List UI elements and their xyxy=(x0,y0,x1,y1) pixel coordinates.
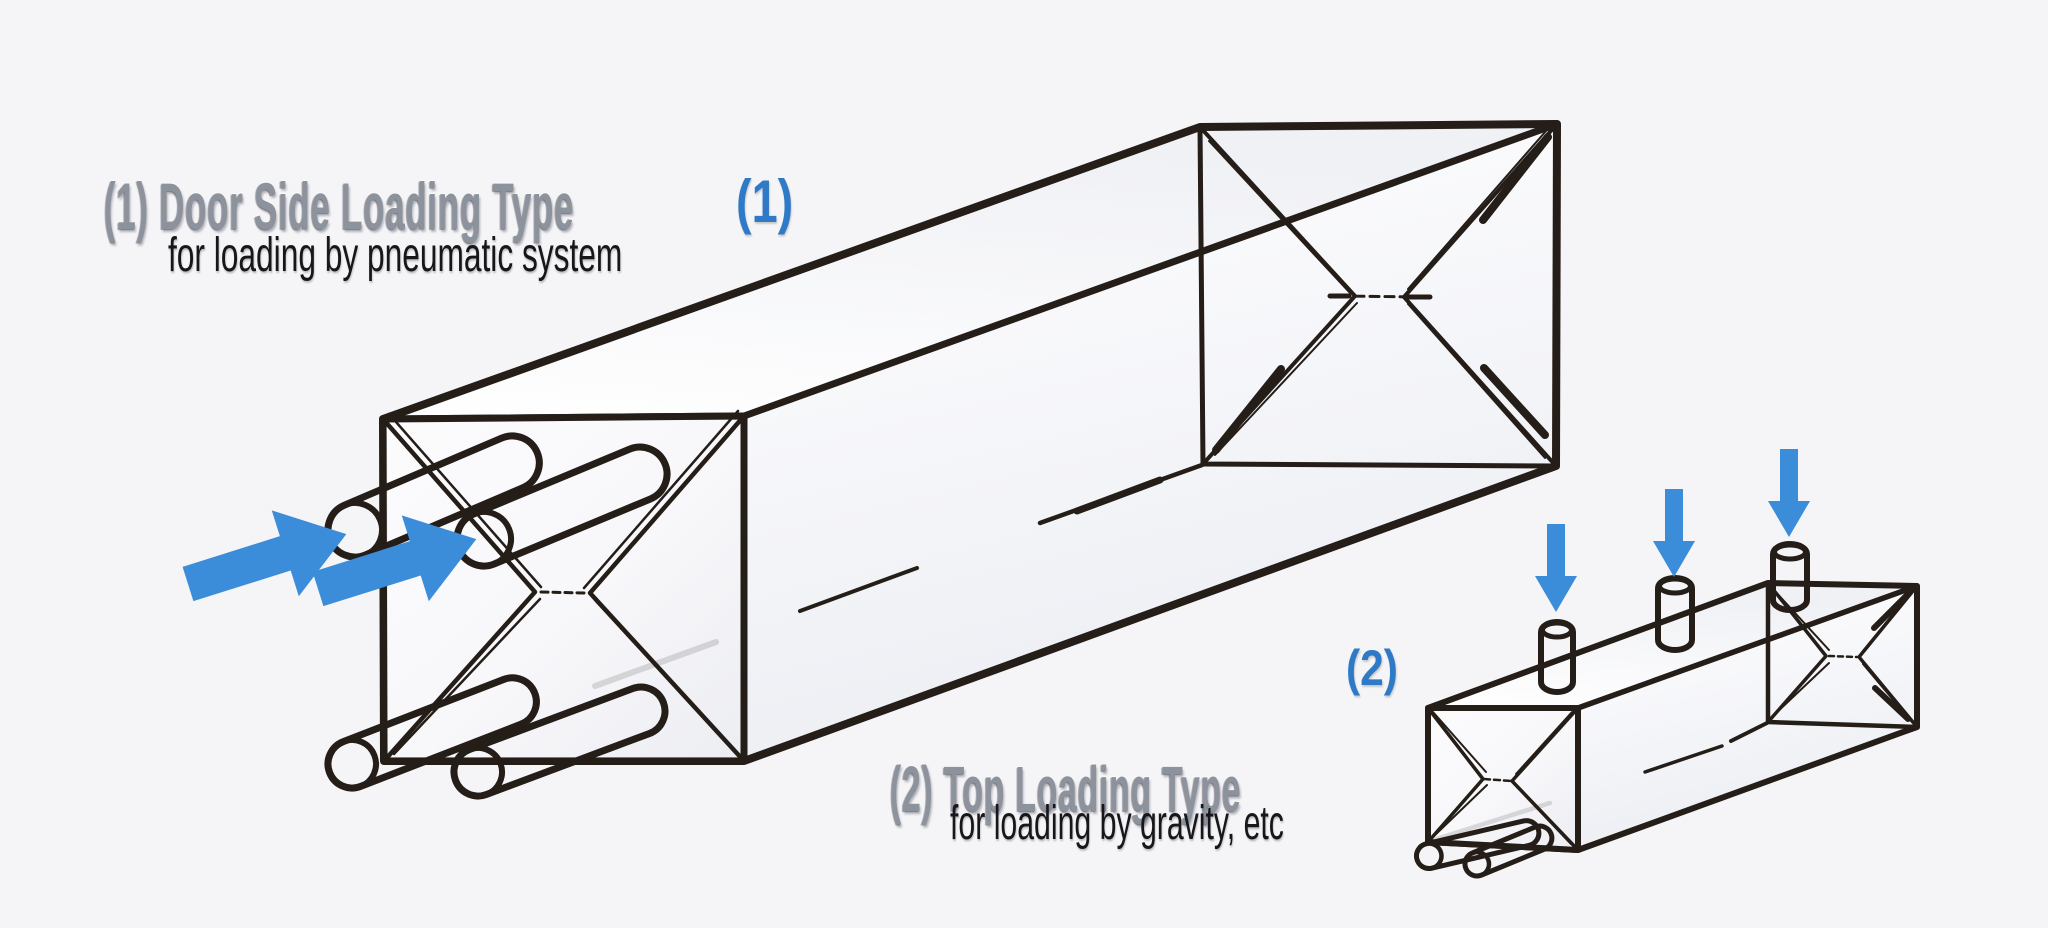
figure2-marker: (2) xyxy=(1346,640,1398,696)
top-loading-container-drawing xyxy=(1414,449,1920,879)
container2-near-fold-lines xyxy=(1425,705,1581,853)
gravity-drop-arrow-icon xyxy=(1535,524,1577,612)
container2-near-face xyxy=(1428,708,1578,850)
figure2-subtitle: for loading by gravity, etc xyxy=(950,797,1284,850)
figure2-title: (2) Top Loading Type xyxy=(890,753,1242,825)
pneumatic-flow-arrow-icon xyxy=(182,510,347,602)
figure1-marker: (1) xyxy=(736,168,794,235)
container2-top-port-2 xyxy=(1655,575,1695,653)
figure1-title: (1) Door Side Loading Type xyxy=(104,169,575,243)
figure1-subtitle: for loading by pneumatic system xyxy=(168,229,623,282)
container2-far-face-fold-lines xyxy=(1766,581,1919,729)
container2-ridge-edge xyxy=(1575,583,1920,711)
container2-top-port-1 xyxy=(1538,619,1576,695)
container1-door-fold-lines xyxy=(379,409,748,765)
container1-ridge-edge xyxy=(740,120,1561,420)
gravity-drop-arrow-icon xyxy=(1768,449,1810,537)
container1-door-face xyxy=(383,416,744,761)
container1-far-face-edges xyxy=(1197,124,1559,469)
container1-far-face-fold-lines xyxy=(1198,122,1559,468)
container1-inlet-pipe-lower-right xyxy=(450,683,669,800)
container2-discharge-spout-front xyxy=(1414,818,1542,871)
container2-discharge-spout-rear xyxy=(1462,823,1555,879)
gravity-drop-arrow-icon xyxy=(1653,489,1695,577)
container2-top-port-3 xyxy=(1770,541,1810,613)
container2-side-face xyxy=(1578,586,1917,850)
container1-inlet-pipe-lower-left xyxy=(324,674,540,792)
pneumatic-flow-arrow-icon xyxy=(312,515,477,607)
door-side-loading-container-drawing xyxy=(182,120,1561,800)
container1-side-face xyxy=(744,124,1557,761)
